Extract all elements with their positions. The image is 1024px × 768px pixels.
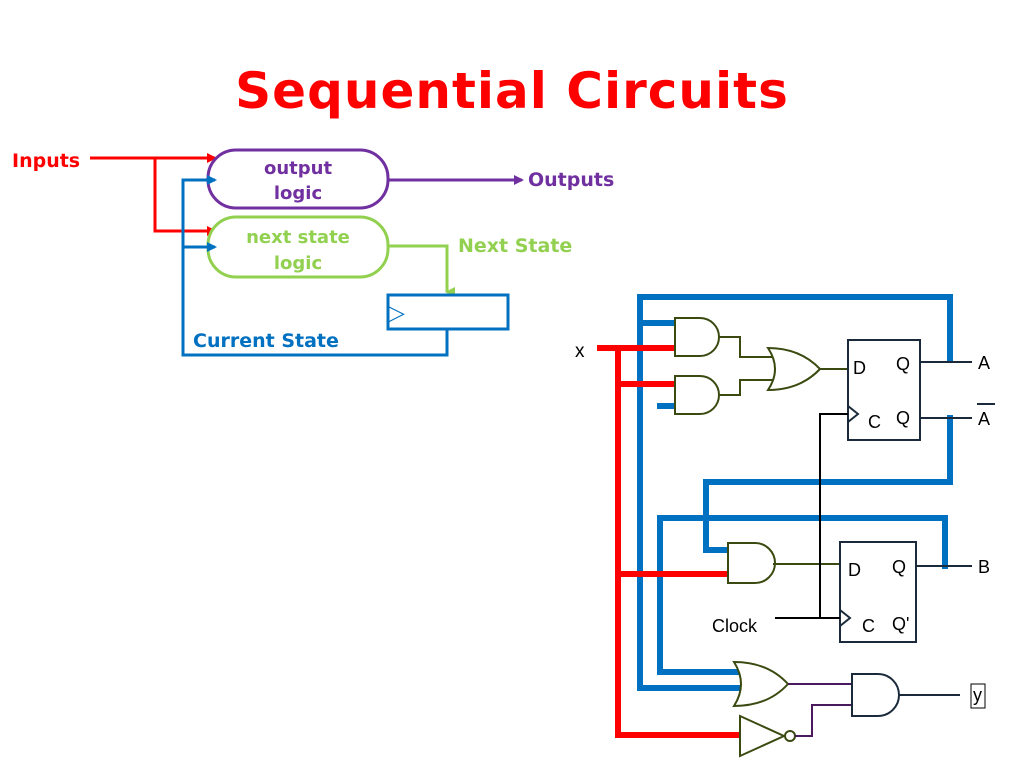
- state-register: [386, 293, 510, 331]
- output-y-label: y: [973, 685, 982, 705]
- and-gate-2: [674, 375, 720, 415]
- logic-circuit: x D Q C Q A A D Q C Q' B: [575, 294, 995, 758]
- ffa-d-label: D: [853, 358, 866, 378]
- next-state-arrow: [388, 244, 455, 297]
- or-gate-a: [766, 346, 822, 392]
- next-state-label: Next State: [458, 235, 572, 257]
- current-state-wire: [181, 175, 449, 357]
- and-gate-1: [674, 317, 720, 357]
- current-state-label: Current State: [193, 330, 339, 352]
- next-state-logic-label-line2: logic: [274, 253, 322, 274]
- output-logic-label-line1: output: [264, 158, 332, 179]
- ffa-c-label: C: [868, 412, 881, 432]
- output-logic-label-line2: logic: [274, 183, 322, 204]
- and-gate-y: [851, 673, 900, 717]
- block-diagram: Inputs output logic Outputs next state l…: [12, 148, 614, 357]
- y-gate-wires: [788, 683, 852, 737]
- and2-to-or-wire: [718, 379, 775, 396]
- ffb-c-label: C: [862, 616, 875, 636]
- inputs-wire: [90, 153, 217, 236]
- ffb-qprime-label: Q': [892, 614, 909, 634]
- inputs-label: Inputs: [12, 150, 80, 172]
- ffb-clock-triangle: [839, 609, 852, 627]
- not-gate-bubble: [784, 730, 796, 742]
- flipflop-a: [847, 339, 921, 441]
- next-state-logic-label-line1: next state: [246, 227, 350, 248]
- ffb-d-label: D: [848, 560, 861, 580]
- ffa-clock-triangle: [847, 405, 860, 423]
- output-abar-label: A: [978, 409, 990, 429]
- ffa-q-label: Q: [896, 354, 910, 374]
- or-gate-y: [732, 660, 790, 708]
- ffa-qbar-label: Q: [896, 408, 910, 428]
- ffb-q-label: Q: [892, 557, 906, 577]
- not-gate: [739, 714, 787, 758]
- output-y-box: [970, 683, 986, 709]
- and1-to-or-wire: [718, 336, 775, 358]
- outputs-label: Outputs: [528, 169, 614, 191]
- page-title: Sequential Circuits: [235, 62, 789, 120]
- input-x-label: x: [575, 341, 585, 362]
- output-a-label: A: [978, 353, 990, 373]
- output-b-label: B: [978, 557, 990, 577]
- clock-label: Clock: [712, 616, 758, 636]
- clock-wire: [775, 413, 848, 619]
- register-clock-symbol: ▷: [388, 300, 405, 325]
- and-gate-3: [727, 542, 776, 584]
- red-x-wires: [597, 345, 743, 738]
- blue-feedback-wires: [637, 294, 953, 691]
- flipflop-b: [839, 541, 917, 643]
